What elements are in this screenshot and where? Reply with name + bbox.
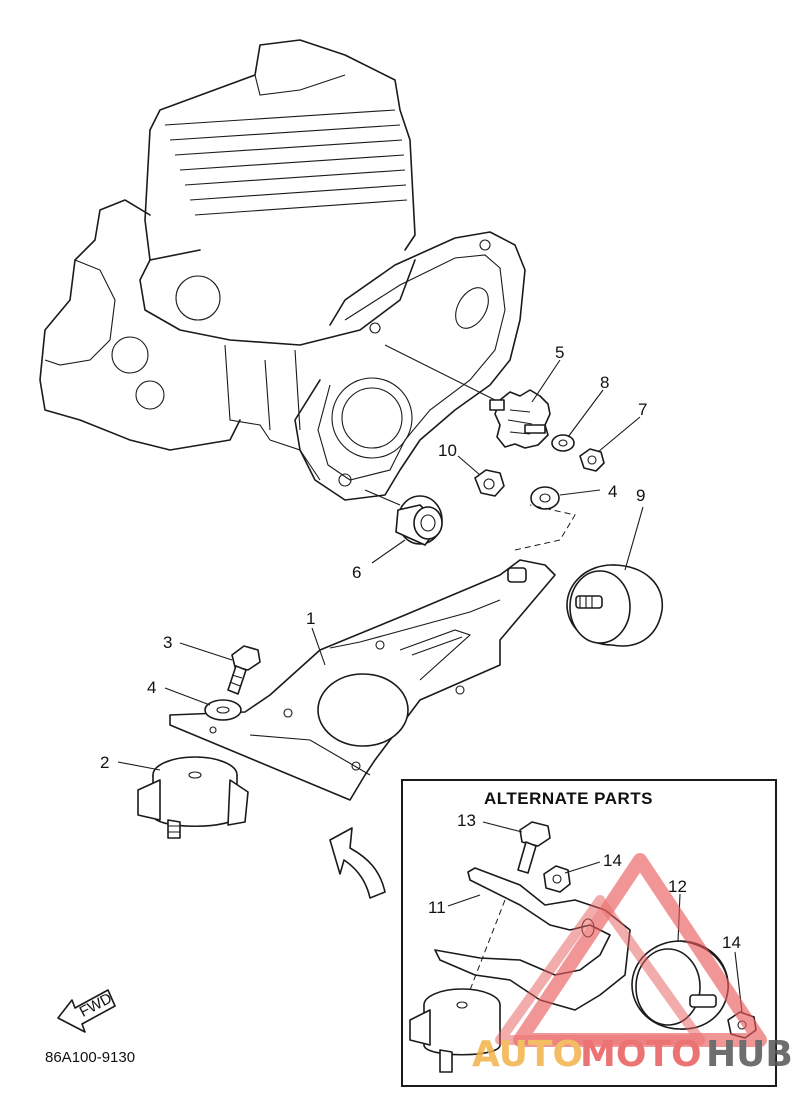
part-14-nut-upper <box>543 865 571 893</box>
alternate-parts-title: ALTERNATE PARTS <box>484 789 653 808</box>
callout-14-upper: 14 <box>603 851 622 870</box>
engine-block <box>39 39 526 501</box>
part-13-bolt <box>517 821 551 874</box>
alternate-rubber-mount <box>409 988 501 1073</box>
callout-13: 13 <box>457 811 476 830</box>
part-3-bolt <box>227 645 261 695</box>
callout-1: 1 <box>306 609 315 628</box>
part-5-damper <box>489 389 551 449</box>
watermark-text-moto: MOTO <box>580 1034 702 1075</box>
callout-6: 6 <box>352 563 361 582</box>
direction-arrow <box>329 827 386 899</box>
part-4-washer-upper <box>530 486 560 510</box>
part-1-bracket <box>169 559 556 801</box>
callout-2: 2 <box>100 753 109 772</box>
part-8-washer <box>551 434 575 452</box>
part-9-damper <box>566 564 664 647</box>
callout-14-right: 14 <box>722 933 741 952</box>
callout-4-lower: 4 <box>147 678 156 697</box>
part-2-rubber-mount <box>137 756 249 839</box>
fwd-arrow-icon: FWD <box>57 989 116 1033</box>
diagram-code: 86A100-9130 <box>45 1049 135 1066</box>
part-6-spacer <box>395 495 443 546</box>
spacer-leader-line <box>364 489 401 506</box>
callout-8: 8 <box>600 373 609 392</box>
automotohub-watermark: AUTO MOTO HUB <box>472 853 793 1075</box>
watermark-text-auto: AUTO <box>472 1034 583 1075</box>
stud-leader-line <box>384 344 506 406</box>
callout-10: 10 <box>438 441 457 460</box>
watermark-text-hub: HUB <box>706 1034 793 1075</box>
callout-9: 9 <box>636 486 645 505</box>
part-4-washer-lower <box>204 699 242 721</box>
part-10-nut <box>474 469 505 497</box>
callout-7: 7 <box>638 400 647 419</box>
callout-11: 11 <box>428 898 446 917</box>
callout-12: 12 <box>668 877 687 896</box>
part-7-nut <box>579 448 605 472</box>
callout-4-upper: 4 <box>608 482 617 501</box>
callouts: 1 2 3 4 4 5 6 7 8 9 10 <box>100 343 647 772</box>
callout-5: 5 <box>555 343 564 362</box>
callout-3: 3 <box>163 633 172 652</box>
